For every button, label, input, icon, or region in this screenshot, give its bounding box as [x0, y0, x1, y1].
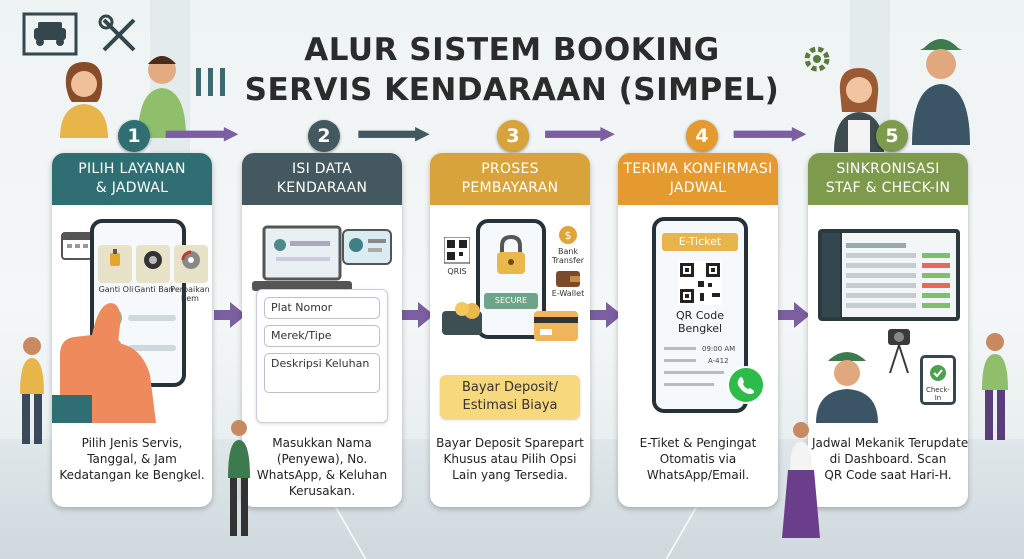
qris-qr-icon	[444, 237, 470, 264]
lock-icon	[497, 235, 525, 274]
step-title-5: SINKRONISASI STAF & CHECK-IN	[808, 153, 968, 205]
page-title: ALUR SISTEM BOOKING SERVIS KENDARAAN (SI…	[0, 30, 1024, 110]
woman-staff	[834, 68, 884, 152]
man-customer	[138, 56, 186, 138]
service-label-oil: Ganti Oli	[98, 285, 134, 294]
complaint-description-field[interactable]: Deskripsi Keluhan	[264, 353, 380, 393]
e-wallet-label: E-Wallet	[551, 289, 585, 298]
mid-arrow-3-4	[590, 302, 622, 328]
step-illustration-5: Check-In	[808, 205, 968, 423]
step-description-2: Masukkan Nama (Penyewa), No. WhatsApp, &…	[256, 436, 388, 498]
arrow-step-4-5	[733, 127, 807, 142]
step-number-2: 2	[308, 120, 340, 152]
step-description-3: Bayar Deposit Sparepart Khusus atau Pili…	[436, 436, 584, 482]
step-description-5: Jadwal Mekanik Terupdate di Dashboard. S…	[812, 436, 968, 482]
title-line-1: ALUR SISTEM BOOKING	[304, 32, 720, 68]
step-illustration-3: SECURE QRIS $ Bank Transfer E-Wallet Bay…	[430, 205, 590, 423]
step-illustration-2: Plat Nomor Merek/Tipe Deskripsi Keluhan	[242, 205, 402, 423]
bank-transfer-icon: $	[559, 226, 577, 244]
step-illustration-1: Ganti Oli Ganti Ban Perbaikan Rem	[52, 205, 212, 423]
mid-arrow-4-5	[778, 302, 810, 328]
step-description-1: Pilih Jenis Servis, Tanggal, & Jam Kedat…	[59, 436, 205, 482]
tire-icon	[144, 251, 162, 269]
step-card-3: PROSES PEMBAYARAN SECURE QRIS $ Bank Tra…	[430, 153, 590, 507]
whatsapp-icon	[727, 366, 765, 404]
bank-transfer-label: Bank Transfer	[551, 247, 585, 265]
mid-arrow-2-3	[402, 302, 434, 328]
arrow-step-2-3	[358, 127, 430, 142]
step-card-5: SINKRONISASI STAF & CHECK-IN Check-In	[808, 153, 968, 507]
hand-tap-icon	[52, 303, 156, 423]
qr-code-icon	[678, 261, 722, 305]
brand-type-field[interactable]: Merek/Tipe	[264, 325, 380, 347]
qris-label: QRIS	[447, 267, 467, 276]
clipboard-staff-figure	[982, 333, 1008, 440]
gear-icon	[804, 46, 830, 72]
arrow-step-1-2	[165, 127, 239, 142]
photographer-figure	[20, 337, 44, 444]
step-number-4: 4	[686, 120, 718, 152]
step-number-5: 5	[876, 120, 908, 152]
step-illustration-4: E-Ticket QR Code Bengkel 09:00 AM A-412	[618, 205, 778, 423]
mechanic-scanning	[816, 352, 878, 423]
step-title-4: TERIMA KONFIRMASI JADWAL	[618, 153, 778, 205]
secure-badge: SECURE	[484, 293, 538, 309]
id-card-icon	[342, 229, 392, 265]
plate-number-field[interactable]: Plat Nomor	[264, 297, 380, 319]
service-label-tire: Ganti Ban	[134, 285, 174, 294]
step-number-3: 3	[497, 120, 529, 152]
woman-customer	[60, 62, 108, 138]
tools-icon	[196, 68, 225, 96]
walking-man-figure	[228, 420, 250, 536]
brake-disc-icon	[181, 250, 200, 269]
oil-can-icon	[110, 249, 120, 266]
car-lift-icon	[22, 12, 78, 56]
ticket-plate: A-412	[708, 357, 729, 365]
mechanic-staff	[912, 39, 970, 145]
camera-icon	[888, 329, 910, 374]
step-title-2: ISI DATA KENDARAAN	[242, 153, 402, 205]
calendar-icon	[61, 232, 93, 260]
wrench-screwdriver-icon	[98, 14, 136, 52]
title-line-2: SERVIS KENDARAAN (SIMPEL)	[244, 72, 780, 108]
mid-arrow-1-2	[214, 302, 246, 328]
step-card-4: TERIMA KONFIRMASI JADWAL E-Ticket QR Cod…	[618, 153, 778, 507]
step-number-1: 1	[118, 120, 150, 152]
qr-label: QR Code Bengkel	[676, 309, 724, 335]
dashboard-monitor	[818, 229, 960, 321]
check-icon	[930, 365, 946, 381]
service-option-tire[interactable]	[136, 245, 170, 283]
step-title-1: PILIH LAYANAN & JADWAL	[52, 153, 212, 205]
step-card-2: ISI DATA KENDARAAN Plat Nomor Merek/Tipe…	[242, 153, 402, 507]
deposit-banner: Bayar Deposit/ Estimasi Biaya	[440, 375, 580, 419]
ticket-time: 09:00 AM	[702, 345, 736, 353]
check-in-tablet[interactable]: Check-In	[920, 355, 956, 405]
service-option-oil[interactable]	[98, 245, 132, 283]
service-label-brake: Perbaikan Rem	[170, 285, 210, 303]
coins-wallet-icon	[442, 302, 482, 335]
step-description-4: E-Tiket & Pengingat Otomatis via WhatsAp…	[639, 436, 757, 482]
svg-text:$: $	[565, 229, 572, 242]
e-ticket-header: E-Ticket	[662, 233, 738, 251]
laptop-icon	[252, 225, 352, 291]
credit-card-icon	[534, 311, 578, 341]
walking-woman-figure	[782, 422, 820, 538]
step-card-1: PILIH LAYANAN & JADWAL Ganti Oli Ganti B…	[52, 153, 212, 507]
service-option-brake[interactable]	[174, 245, 208, 283]
wallet-icon	[556, 271, 580, 287]
arrow-step-3-4	[545, 127, 615, 142]
step-title-3: PROSES PEMBAYARAN	[430, 153, 590, 205]
